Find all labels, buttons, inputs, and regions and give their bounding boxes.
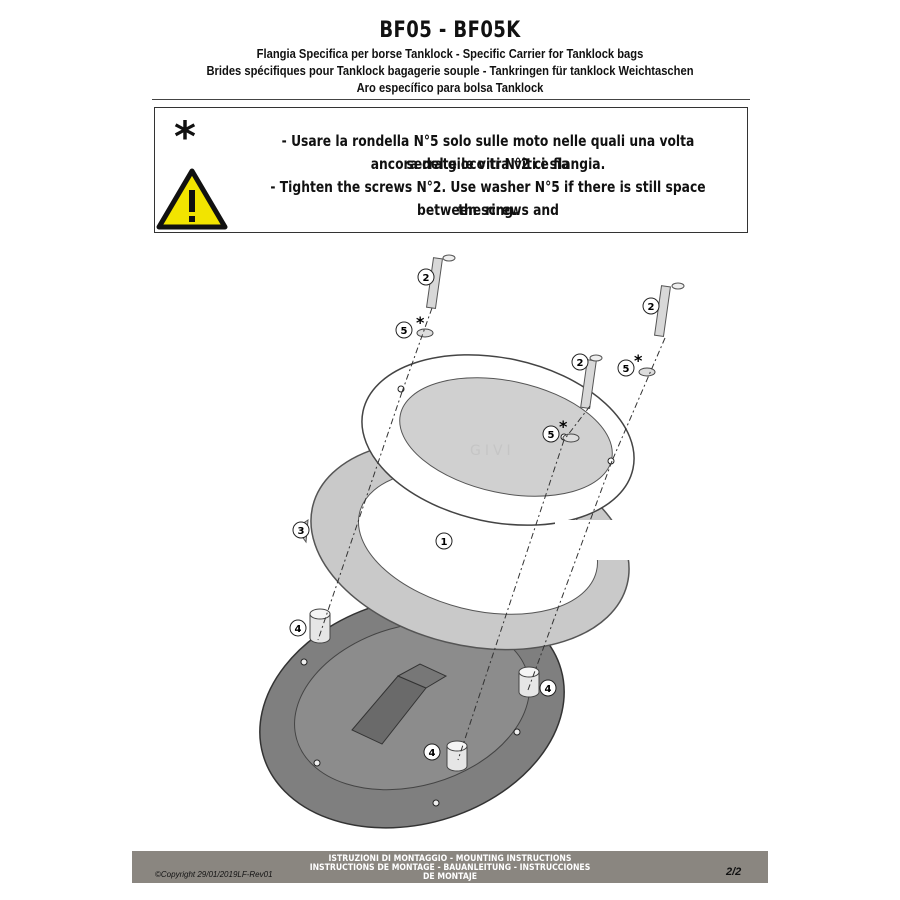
copyright-text: ©Copyright 29/01/2019LF-Rev01	[155, 870, 273, 879]
assembly-lines	[317, 307, 666, 761]
svg-text:5: 5	[401, 326, 408, 337]
callout-washer-3: 5*	[542, 417, 568, 443]
svg-text:5: 5	[623, 364, 630, 375]
warning-text-it-2: ancora del gioco tra viti e flangia.	[370, 155, 606, 173]
footer-line-1: ISTRUZIONI DI MONTAGGIO - MOUNTING INSTR…	[328, 854, 572, 864]
footer-line-2: INSTRUCTIONS DE MONTAGE - BAUANLEITUNG -…	[309, 863, 591, 873]
callout-flange: 3	[292, 521, 310, 539]
callout-ring: 1	[435, 532, 453, 550]
svg-text:*: *	[416, 313, 425, 332]
warning-text-it-1: - Usare la rondella N°5 solo sulle moto …	[281, 132, 695, 173]
callout-washer-2: 5*	[617, 351, 643, 377]
callout-screw-3: 2	[571, 353, 589, 371]
svg-text:4: 4	[295, 624, 302, 635]
callout-screw-2: 2	[642, 297, 660, 315]
svg-text:1: 1	[441, 537, 448, 548]
part-callouts: 2 2 2 5* 5* 5* 1 3 4 4 4	[289, 268, 660, 761]
page-number: 2/2	[726, 866, 742, 878]
warning-text-en-2: the ring.	[458, 201, 518, 219]
subtitle-line-2: Brides spécifiques pour Tanklock bagager…	[206, 63, 694, 78]
spacer-parts	[309, 608, 540, 772]
subtitle-line-1: Flangia Specifica per borse Tanklock - S…	[256, 46, 644, 61]
warning-text-en-1: - Tighten the screws N°2. Use washer N°5…	[270, 178, 706, 219]
footer-bar: ISTRUZIONI DI MONTAGGIO - MOUNTING INSTR…	[132, 851, 768, 883]
asterisk-symbol: *	[174, 112, 196, 161]
header-divider	[152, 99, 750, 100]
callout-screw-1: 2	[417, 268, 435, 286]
svg-text:5: 5	[548, 430, 555, 441]
callout-spacer-1: 4	[289, 619, 307, 637]
svg-text:4: 4	[429, 748, 436, 759]
watermark: GIVI	[470, 443, 515, 459]
footer-line-3: DE MONTAJE	[422, 872, 477, 882]
screw-parts	[416, 254, 685, 443]
svg-text:2: 2	[423, 273, 430, 284]
subtitle-line-3: Aro específico para bolsa Tanklock	[356, 80, 544, 95]
document-title: BF05 - BF05K	[379, 18, 521, 43]
svg-text:3: 3	[298, 526, 305, 537]
callout-spacer-3: 4	[423, 743, 441, 761]
top-ring	[361, 354, 640, 560]
callout-washer-1: 5*	[395, 313, 425, 339]
svg-text:2: 2	[577, 358, 584, 369]
warning-box	[154, 107, 748, 233]
warning-triangle-icon	[156, 168, 228, 230]
svg-text:*: *	[559, 417, 568, 436]
svg-text:4: 4	[545, 684, 552, 695]
svg-text:*: *	[634, 351, 643, 370]
svg-text:2: 2	[648, 302, 655, 313]
callout-spacer-2: 4	[539, 679, 557, 697]
exploded-assembly-drawing: 2 2 2 5* 5* 5* 1 3 4 4 4 GIVI	[259, 254, 685, 829]
